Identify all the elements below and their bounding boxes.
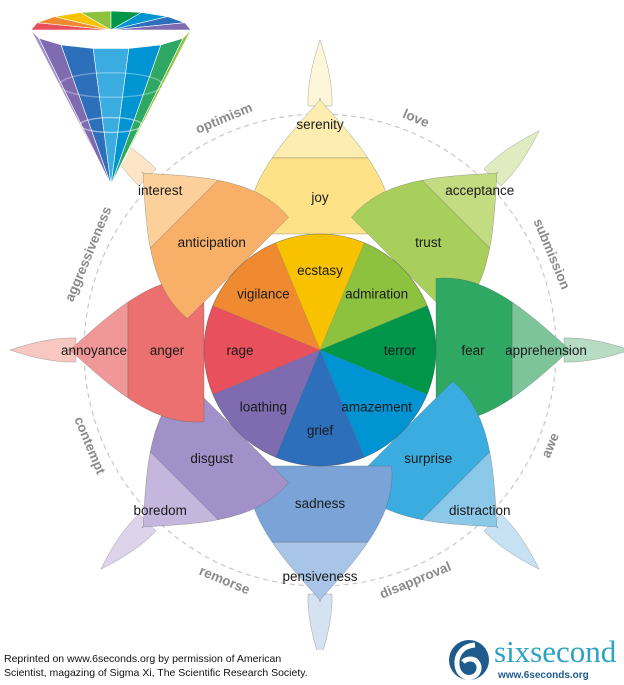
emotion-label-acceptance: acceptance bbox=[445, 183, 514, 198]
cone-level-ring bbox=[58, 71, 164, 98]
petal-outer-acceptance bbox=[421, 171, 499, 249]
emotion-label-annoyance: annoyance bbox=[61, 343, 127, 358]
reprint-credit: Reprinted on www.6seconds.org by permiss… bbox=[4, 652, 404, 680]
emotion-label-fear: fear bbox=[461, 343, 485, 358]
emotion-label-trust: trust bbox=[415, 235, 442, 250]
emotion-label-ecstasy: ecstasy bbox=[297, 263, 343, 278]
dyad-label-aggressiveness: aggressiveness bbox=[62, 204, 115, 303]
dyad-label-remorse: remorse bbox=[197, 563, 252, 597]
emotion-label-disgust: disgust bbox=[190, 451, 233, 466]
petal-outer-annoyance bbox=[67, 301, 129, 399]
credit-line-1: Reprinted on www.6seconds.org by permiss… bbox=[4, 653, 282, 665]
cone-top-segment bbox=[110, 22, 192, 31]
emotion-label-admiration: admiration bbox=[345, 286, 408, 301]
cone-3d-model bbox=[30, 10, 192, 186]
emotion-label-grief: grief bbox=[307, 423, 334, 438]
emotion-label-anticipation: anticipation bbox=[178, 235, 246, 250]
emotion-label-serenity: serenity bbox=[296, 117, 344, 132]
petal-outer-boredom bbox=[141, 451, 219, 529]
petal-outer-pensiveness bbox=[271, 541, 369, 603]
dyad-label-submission: submission bbox=[531, 216, 574, 291]
petal-outer-interest bbox=[141, 171, 219, 249]
dyad-label-optimism: optimism bbox=[193, 100, 254, 137]
dyad-label-awe: awe bbox=[538, 430, 562, 460]
dyad-label-contempt: contempt bbox=[71, 414, 108, 476]
petal-outer-serenity bbox=[271, 97, 369, 159]
emotion-label-boredom: boredom bbox=[134, 503, 187, 518]
emotion-label-sadness: sadness bbox=[295, 496, 346, 511]
emotion-label-distraction: distraction bbox=[449, 503, 511, 518]
plutchik-wheel-diagram: serenity joy ecstasy acceptance trust admirat… bbox=[9, 10, 624, 650]
petal-tip-pensiveness bbox=[307, 593, 333, 650]
logo-name: sixsecond bbox=[494, 634, 617, 669]
petals-group bbox=[9, 39, 624, 650]
emotion-label-loathing: loathing bbox=[240, 400, 287, 415]
logo-mark-icon bbox=[449, 640, 489, 680]
emotion-label-surprise: surprise bbox=[404, 451, 452, 466]
cone-side-segment bbox=[110, 29, 192, 186]
emotion-label-vigilance: vigilance bbox=[237, 286, 290, 301]
petal-tip-serenity bbox=[307, 39, 333, 107]
emotion-label-amazement: amazement bbox=[341, 400, 412, 415]
emotion-label-joy: joy bbox=[310, 190, 329, 205]
dyad-label-love: love bbox=[401, 106, 432, 130]
emotion-labels-group: serenity joy ecstasy acceptance trust admirat… bbox=[61, 117, 587, 584]
sixseconds-logo: sixsecond www.6seconds.org bbox=[448, 636, 624, 685]
emotion-label-anger: anger bbox=[150, 343, 185, 358]
emotion-label-interest: interest bbox=[138, 183, 183, 198]
credit-line-2: Scientist, magazing of Sigma Xi, The Sci… bbox=[4, 667, 308, 679]
petal-middle-anticipation bbox=[150, 180, 289, 319]
emotion-label-pensiveness: pensiveness bbox=[282, 569, 357, 584]
petal-tip-annoyance bbox=[9, 337, 77, 363]
dyad-label-disapproval: disapproval bbox=[377, 559, 453, 602]
cone-level-ring bbox=[79, 116, 143, 134]
logo-url: www.6seconds.org bbox=[498, 670, 589, 681]
petal-outer-apprehension bbox=[511, 301, 573, 399]
emotion-label-apprehension: apprehension bbox=[505, 343, 587, 358]
inner-ring-outline bbox=[203, 233, 437, 467]
emotion-label-rage: rage bbox=[226, 343, 253, 358]
petal-outer-distraction bbox=[421, 451, 499, 529]
petal-tip-apprehension bbox=[563, 337, 624, 363]
emotion-label-terror: terror bbox=[384, 343, 417, 358]
